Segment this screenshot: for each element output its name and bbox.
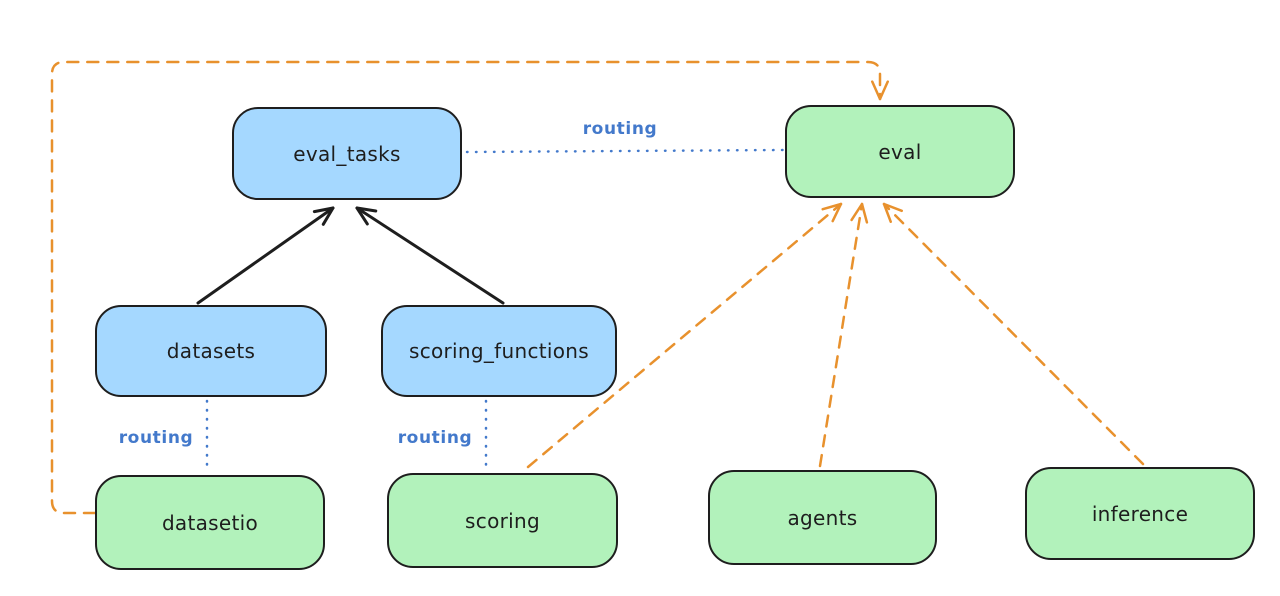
edge-datasets-to-eval_tasks-arrowhead [312,206,335,226]
edge-agents-to-eval-arrowhead [850,202,869,224]
node-inference: inference [1025,467,1255,560]
edge-scoring-to-eval-arrowhead [821,202,843,223]
node-datasets: datasets [95,305,327,397]
edge-datasetio-to-eval-arrowhead [871,80,889,101]
edge-scoring_functions-to-eval_tasks [355,206,505,305]
node-scoring_functions: scoring_functions [381,305,617,397]
edge-datasets-to-eval_tasks [196,206,335,305]
node-eval: eval [785,105,1015,198]
node-eval_tasks: eval_tasks [232,107,462,200]
edge-label-routing-scoring_functions-scoring: routing [397,428,473,448]
node-datasets-label: datasets [166,339,256,363]
node-agents-label: agents [787,505,858,530]
node-eval_tasks-label: eval_tasks [293,141,401,166]
edge-label-routing-datasets-datasetio: routing [118,428,194,448]
node-scoring-label: scoring [465,508,540,533]
node-datasetio: datasetio [95,475,325,570]
node-datasetio-label: datasetio [161,510,259,535]
edge-inference-to-eval-arrowhead [882,202,903,224]
edge-eval_tasks-to-eval-routing [465,148,785,154]
edge-inference-to-eval [882,202,1145,466]
node-eval-label: eval [878,139,922,164]
edge-agents-to-eval [818,202,864,468]
node-scoring_functions-label: scoring_functions [408,339,590,363]
edge-label-routing-eval_tasks-eval: routing [582,119,658,139]
edge-scoring_functions-to-eval_tasks-arrowhead [355,206,378,226]
node-inference-label: inference [1091,501,1189,526]
node-agents: agents [708,470,937,565]
node-scoring: scoring [387,473,618,568]
